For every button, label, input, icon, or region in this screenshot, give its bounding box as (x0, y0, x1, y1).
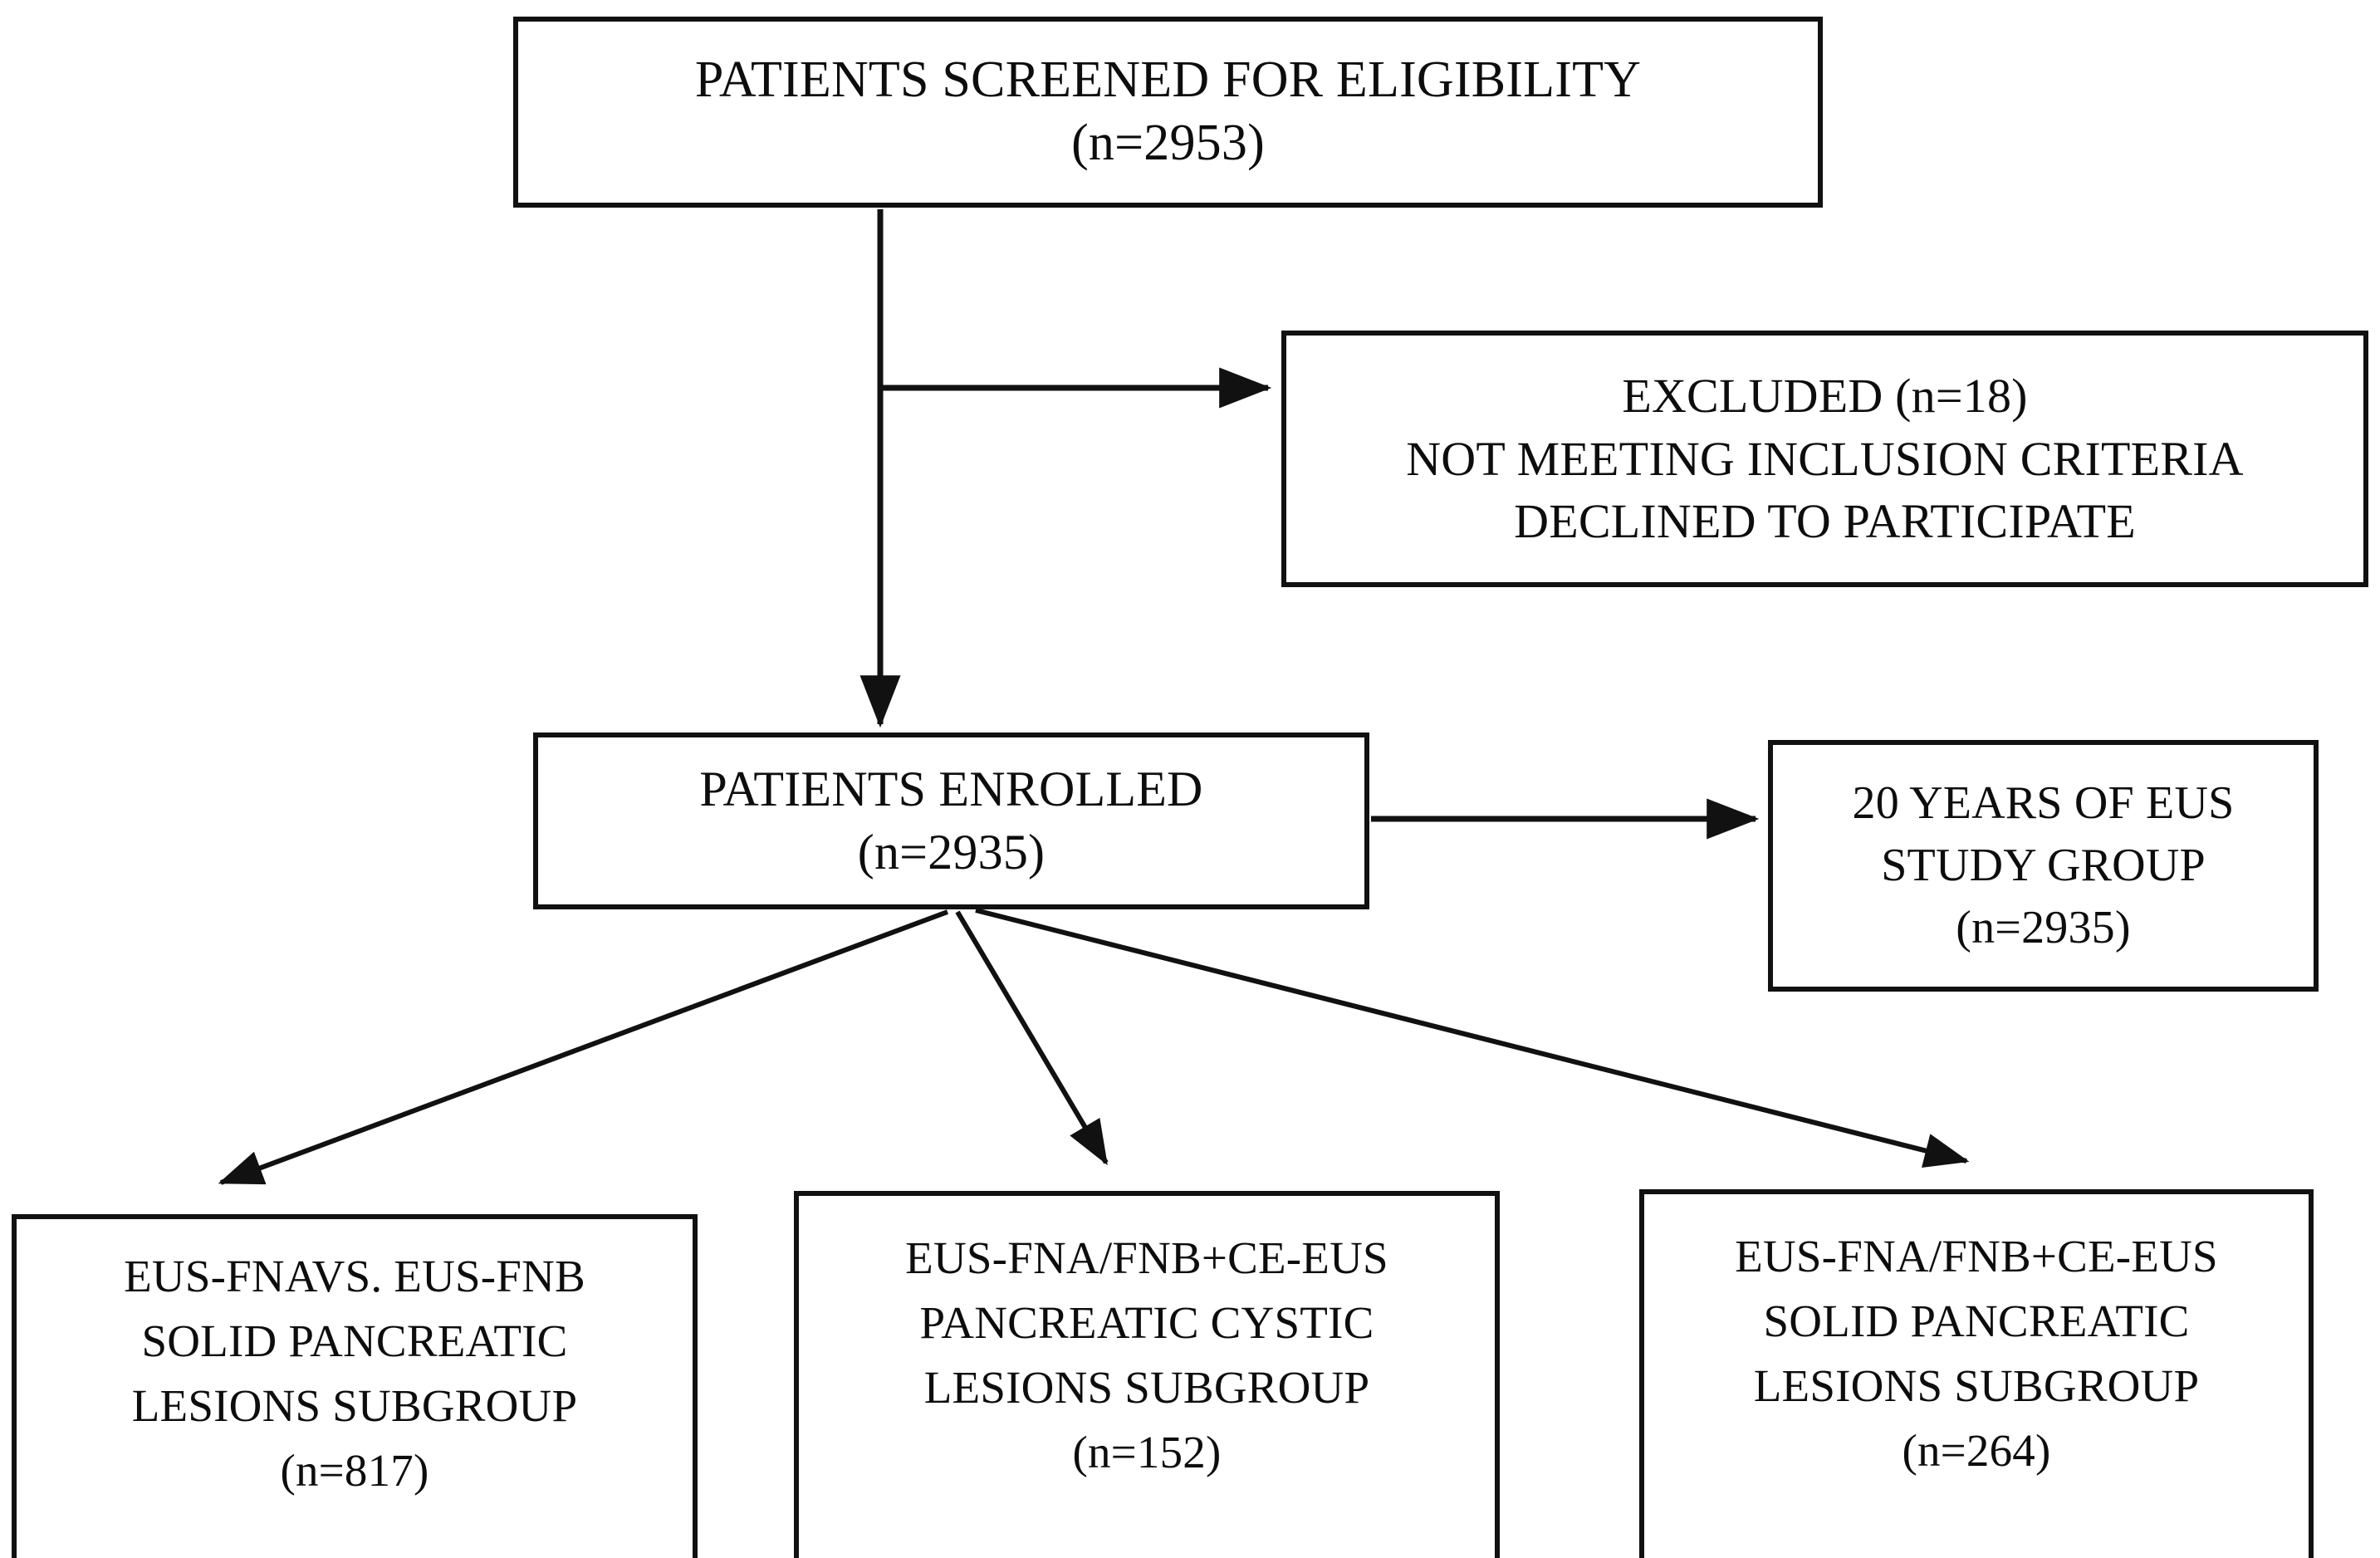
node-subgroup-2-line-2: PANCREATIC CYSTIC (919, 1297, 1374, 1349)
node-excluded-line-1: EXCLUDED (n=18) (1622, 369, 2028, 424)
edge-enrolled-to-subgroup-1 (218, 909, 949, 1185)
node-excluded: EXCLUDED (n=18) NOT MEETING INCLUSION CR… (1281, 331, 2368, 587)
node-subgroup-1-line-2: SOLID PANCREATIC (141, 1315, 568, 1367)
node-subgroup-2-line-4: (n=152) (1072, 1427, 1222, 1478)
node-subgroup-3-line-2: SOLID PANCREATIC (1763, 1296, 2190, 1347)
node-subgroup-3-line-1: EUS-FNA/FNB+CE-EUS (1735, 1231, 2218, 1281)
node-subgroup-2-line-1: EUS-FNA/FNB+CE-EUS (905, 1232, 1388, 1283)
node-subgroup-3-line-4: (n=264) (1902, 1425, 2051, 1477)
node-eus-study-group-line-3: (n=2935) (1956, 902, 2131, 954)
node-subgroup-ce-eus-cystic: EUS-FNA/FNB+CE-EUS PANCREATIC CYSTIC LES… (794, 1191, 1500, 1558)
node-excluded-line-2: NOT MEETING INCLUSION CRITERIA (1406, 431, 2244, 486)
node-patients-screened-line-2: (n=2953) (1071, 115, 1265, 171)
node-patients-enrolled-line-2: (n=2935) (857, 824, 1046, 879)
node-subgroup-1-line-4: (n=817) (280, 1445, 429, 1497)
node-subgroup-fna-vs-fnb-solid: EUS-FNAVS. EUS-FNB SOLID PANCREATIC LESI… (12, 1214, 698, 1558)
node-subgroup-2-line-3: LESIONS SUBGROUP (923, 1362, 1370, 1413)
node-eus-study-group: 20 YEARS OF EUS STUDY GROUP (n=2935) (1768, 740, 2319, 992)
node-patients-enrolled: PATIENTS ENROLLED (n=2935) (533, 732, 1369, 909)
edge-enrolled-to-subgroup-2 (955, 910, 1109, 1166)
node-patients-screened: PATIENTS SCREENED FOR ELIGIBILITY (n=295… (513, 17, 1823, 208)
node-subgroup-ce-eus-solid: EUS-FNA/FNB+CE-EUS SOLID PANCREATIC LESI… (1639, 1189, 2314, 1558)
node-subgroup-3-line-3: LESIONS SUBGROUP (1753, 1360, 2200, 1412)
node-eus-study-group-line-1: 20 YEARS OF EUS (1852, 777, 2235, 829)
node-eus-study-group-line-2: STUDY GROUP (1881, 839, 2206, 891)
node-excluded-line-3: DECLINED TO PARTICIPATE (1514, 494, 2136, 549)
node-patients-screened-line-1: PATIENTS SCREENED FOR ELIGIBILITY (694, 51, 1642, 109)
node-patients-enrolled-line-1: PATIENTS ENROLLED (699, 761, 1203, 816)
node-subgroup-1-line-3: LESIONS SUBGROUP (131, 1380, 578, 1432)
node-subgroup-1-line-1: EUS-FNAVS. EUS-FNB (124, 1251, 585, 1301)
